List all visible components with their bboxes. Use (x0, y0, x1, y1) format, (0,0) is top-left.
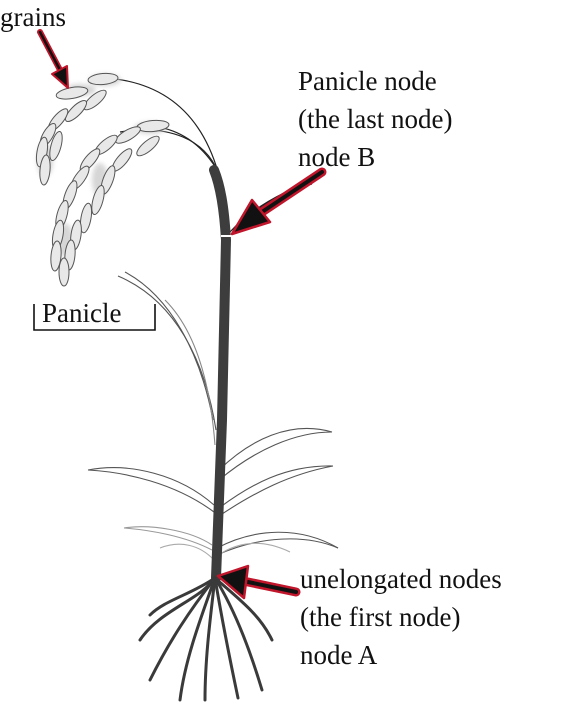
node-a-arrow (216, 564, 301, 600)
panicle-label: Panicle (42, 298, 122, 328)
unelongated-nodes-label-line1: unelongated nodes (300, 564, 502, 594)
grains-label: grains (0, 2, 66, 32)
panicle-node-label-line1: Panicle node (298, 66, 437, 96)
unelongated-nodes-label-line3: node A (300, 640, 378, 670)
panicle-node-label-line2: (the last node) (298, 104, 453, 134)
panicle-bracket (33, 304, 156, 331)
stem (209, 165, 232, 583)
panicle-node-label-line3: node B (298, 142, 376, 172)
roots (138, 576, 274, 702)
leaves (87, 271, 339, 561)
grains-group (35, 72, 170, 287)
node-b-arrow (230, 167, 327, 236)
grains-arrow (37, 29, 69, 89)
unelongated-nodes-label-line2: (the first node) (300, 602, 461, 632)
